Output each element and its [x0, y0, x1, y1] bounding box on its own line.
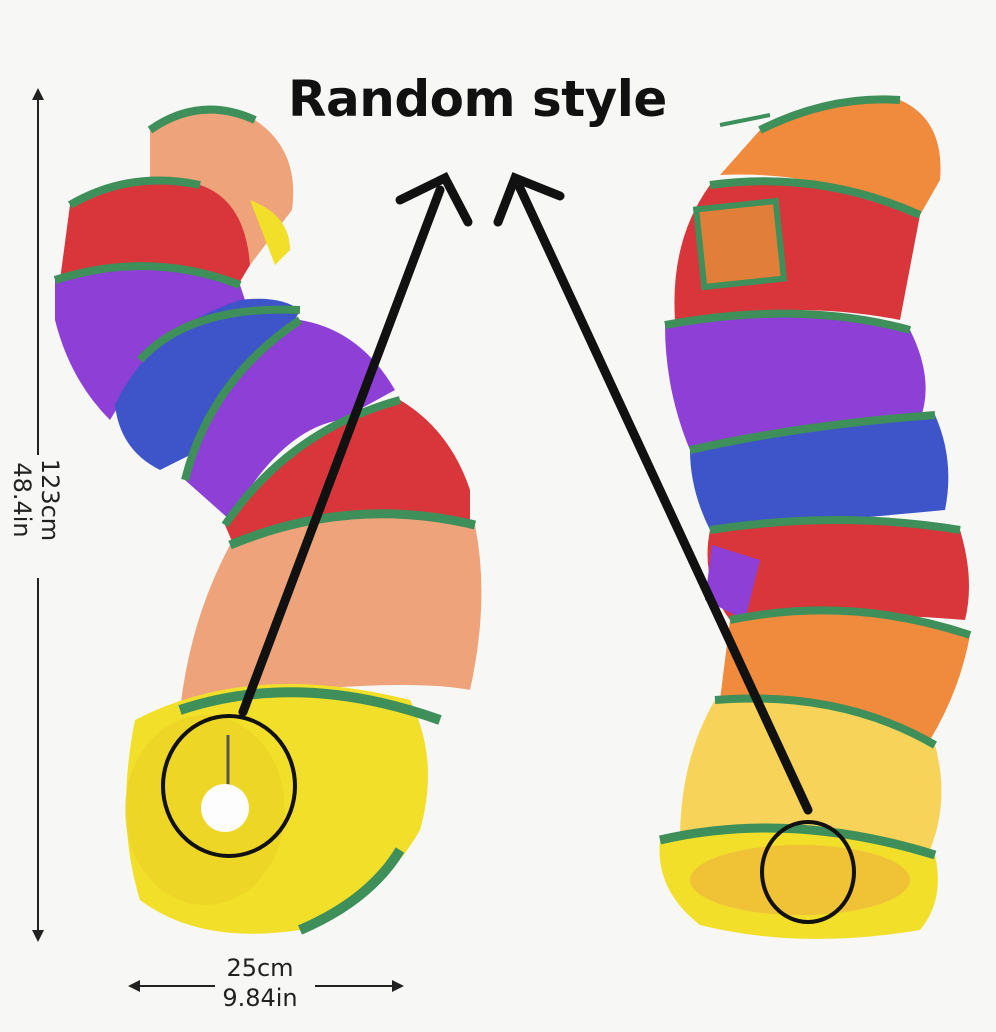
width-cm: 25cm	[226, 954, 294, 982]
width-dimension	[128, 980, 404, 992]
pompom-highlight-circle	[161, 714, 297, 858]
left-arrow-icon	[238, 172, 473, 717]
page-title: Random style	[288, 70, 667, 128]
height-dimension	[32, 88, 44, 942]
opening-highlight-circle	[760, 820, 856, 924]
height-in: 48.4in	[8, 462, 36, 538]
height-label: 123cm 48.4in	[8, 440, 64, 560]
width-label: 25cm 9.84in	[205, 953, 315, 1013]
right-arrow-icon	[493, 172, 813, 815]
height-cm: 123cm	[36, 458, 64, 542]
left-tunnel	[53, 105, 482, 935]
right-tunnel	[658, 95, 972, 939]
pompom-ball	[201, 784, 249, 832]
width-in: 9.84in	[222, 984, 298, 1012]
